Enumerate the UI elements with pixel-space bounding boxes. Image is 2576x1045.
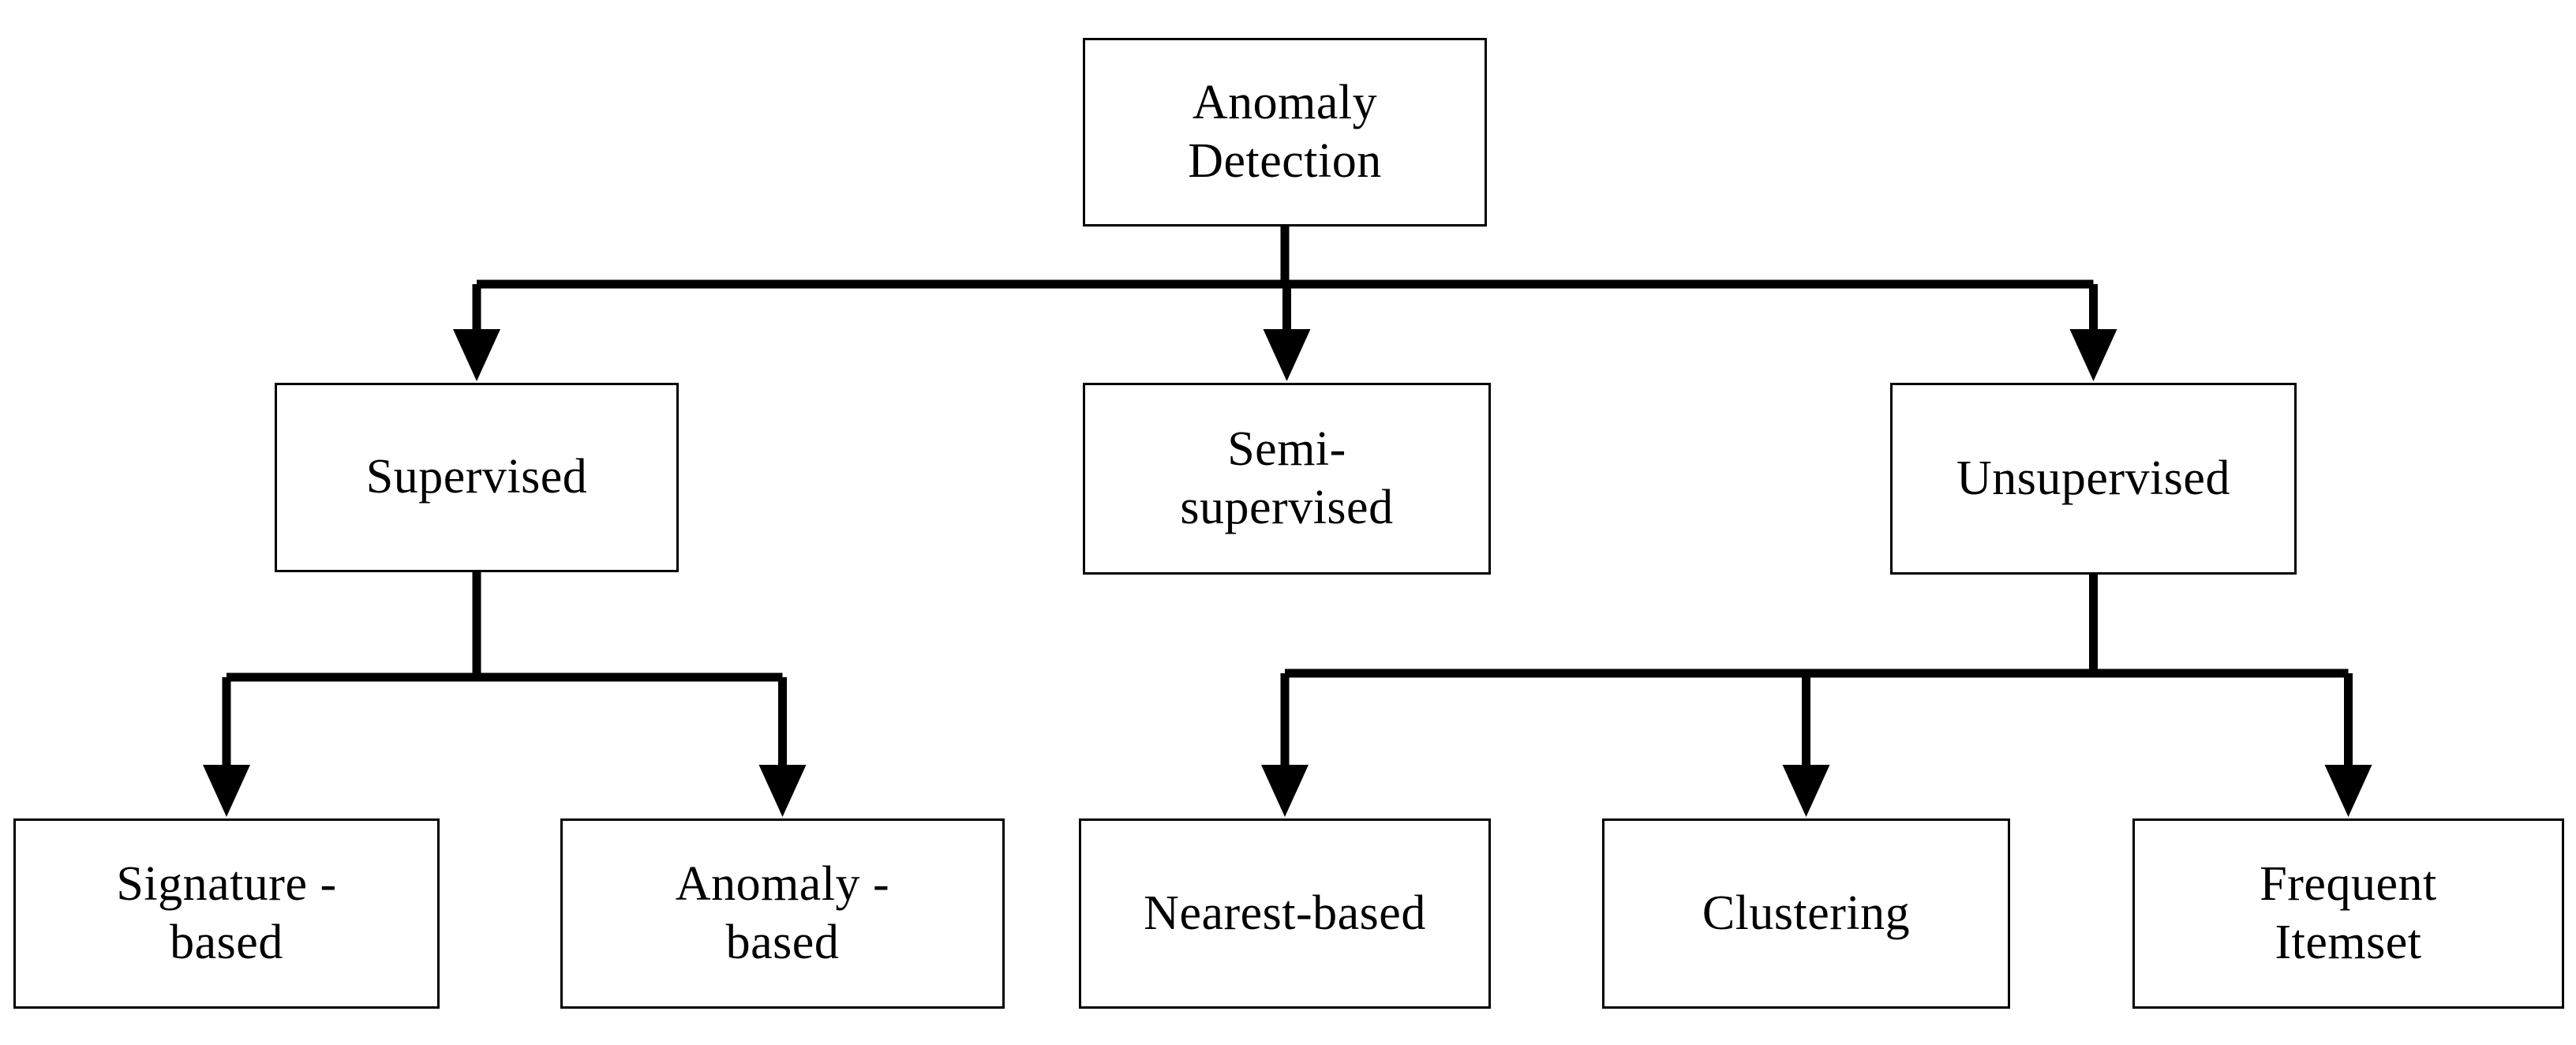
node-anomaly-detection[interactable]: Anomaly Detection <box>1083 38 1487 227</box>
node-label-frequent-itemset: Frequent Itemset <box>2260 857 2437 969</box>
node-label-unsupervised: Unsupervised <box>1956 451 2230 505</box>
arrow-head-unsupervised-to-frequent-itemset <box>2324 765 2372 817</box>
node-label-semi-supervised: Semi- supervised <box>1180 422 1394 534</box>
node-label-anomaly-based: Anomaly - based <box>675 857 890 969</box>
node-label-clustering: Clustering <box>1702 886 1911 940</box>
node-label-anomaly-detection: Anomaly Detection <box>1188 76 1382 188</box>
node-label-supervised: Supervised <box>365 450 588 504</box>
node-supervised[interactable]: Supervised <box>275 383 679 572</box>
arrow-head-unsupervised-to-nearest-based <box>1261 765 1309 817</box>
node-label-nearest-based: Nearest-based <box>1144 886 1426 940</box>
node-frequent-itemset[interactable]: Frequent Itemset <box>2132 818 2564 1009</box>
arrow-head-anomaly-detection-to-semi-supervised <box>1263 329 1311 381</box>
node-unsupervised[interactable]: Unsupervised <box>1890 383 2297 575</box>
arrow-head-supervised-to-anomaly-based <box>758 765 807 817</box>
node-label-signature-based: Signature - based <box>116 857 337 969</box>
arrow-head-anomaly-detection-to-unsupervised <box>2069 329 2117 381</box>
arrow-head-anomaly-detection-to-supervised <box>453 329 500 381</box>
node-semi-supervised[interactable]: Semi- supervised <box>1083 383 1491 575</box>
node-anomaly-based[interactable]: Anomaly - based <box>560 818 1005 1009</box>
node-clustering[interactable]: Clustering <box>1602 818 2010 1009</box>
node-nearest-based[interactable]: Nearest-based <box>1079 818 1491 1009</box>
arrow-head-unsupervised-to-clustering <box>1782 765 1830 817</box>
node-signature-based[interactable]: Signature - based <box>13 818 440 1009</box>
arrow-head-supervised-to-signature-based <box>203 765 250 817</box>
